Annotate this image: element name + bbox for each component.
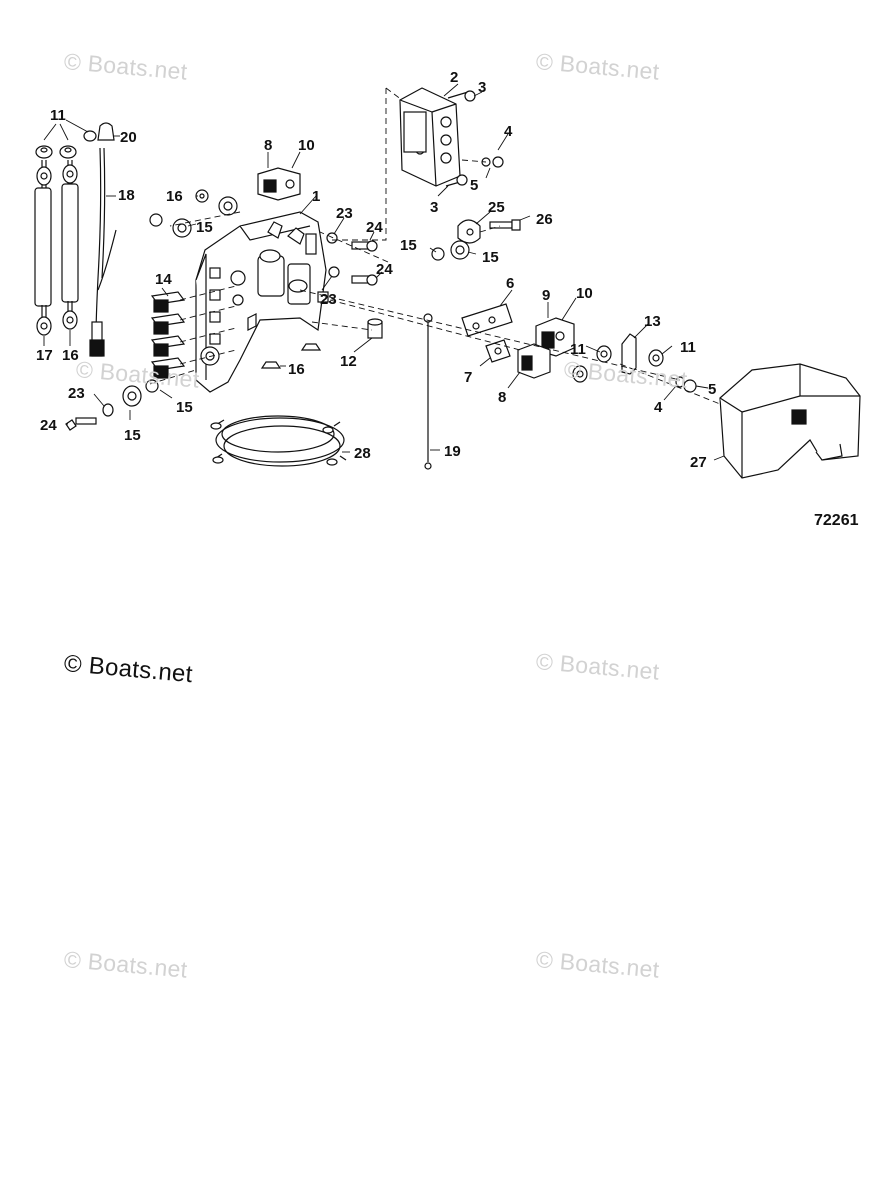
callout-3: 3 (478, 79, 486, 96)
callout-24c: 24 (40, 417, 57, 434)
bolt-12 (367, 318, 383, 339)
ground-strap-21 (423, 313, 433, 470)
callout-5: 5 (470, 177, 478, 194)
callout-11c: 11 (680, 339, 696, 356)
callout-16b: 15 (400, 237, 417, 254)
relay-8-10-top (257, 167, 301, 201)
callout-18: 16 (62, 347, 79, 364)
washer-nut-4-5 (675, 376, 697, 393)
mounting-bracket-1 (195, 211, 329, 393)
callout-10: 10 (298, 137, 315, 154)
callout-23b: 23 (320, 291, 337, 308)
callout-3b: 3 (430, 199, 438, 216)
callout-26: 26 (536, 211, 553, 228)
callout-11b: 11 (570, 341, 586, 358)
callout-16c: 15 (176, 399, 193, 416)
callout-5b: 5 (708, 381, 716, 398)
grommets-right (431, 240, 470, 261)
callout-12: 12 (340, 353, 357, 370)
callout-9: 9 (542, 287, 550, 304)
bus-bar-7 (485, 339, 511, 363)
callout-8b: 8 (498, 389, 506, 406)
callout-13: 13 (644, 313, 661, 330)
callout-27: 27 (690, 454, 707, 471)
callout-14: 14 (155, 271, 172, 288)
callout-22: 20 (120, 129, 137, 146)
callout-15: 15 (196, 219, 213, 236)
callout-4: 4 (504, 123, 513, 140)
callout-23c: 23 (68, 385, 85, 402)
bolt-26 (489, 219, 521, 231)
assembly-lines (149, 87, 721, 405)
callout-11: 11 (50, 107, 66, 124)
callout-1: 1 (312, 188, 320, 205)
callout-7: 7 (464, 369, 472, 386)
callout-28: 28 (354, 445, 371, 462)
relay-8-right (517, 343, 551, 379)
callout-2: 2 (450, 69, 458, 86)
battery-cable-18 (61, 160, 79, 330)
callout-6: 6 (506, 275, 514, 292)
callout-4b: 4 (654, 399, 663, 416)
nut-11-left (35, 130, 97, 159)
callout-15b: 15 (482, 249, 499, 266)
drawing-number: 72261 (814, 512, 859, 529)
callout-19: 17 (36, 347, 53, 364)
callout-10b: 10 (576, 285, 593, 302)
callout-24b: 24 (376, 261, 393, 278)
cover-27 (719, 363, 861, 479)
fuse-holder-14 (150, 291, 186, 379)
callout-15c: 15 (124, 427, 141, 444)
bracket-13 (621, 333, 637, 375)
callout-23: 23 (336, 205, 353, 222)
cable-coil-28 (210, 415, 347, 467)
callout-labels: 11 20 18 17 16 8 10 16 1 15 14 23 24 24 … (36, 69, 716, 471)
callout-16: 16 (166, 188, 183, 205)
harness-20 (89, 147, 117, 357)
callout-21: 19 (444, 443, 461, 460)
screws-3-4-5 (445, 90, 504, 187)
bolt-stack-lower (65, 379, 159, 431)
washer-bolt-upper (326, 232, 378, 286)
callout-24: 24 (366, 219, 383, 236)
callout-8: 8 (264, 137, 272, 154)
bus-bar-6 (461, 303, 513, 337)
callout-17: 16 (288, 361, 305, 378)
terminal-boot-22 (97, 122, 115, 141)
callout-20: 18 (118, 187, 135, 204)
relay-module-2 (399, 87, 461, 187)
callout-25: 25 (488, 199, 505, 216)
grommets-upper-left (149, 189, 238, 238)
nut-17 (260, 343, 322, 369)
nuts-11-right (572, 345, 664, 383)
leader-lines (43, 83, 725, 461)
battery-cable-19 (34, 160, 52, 336)
